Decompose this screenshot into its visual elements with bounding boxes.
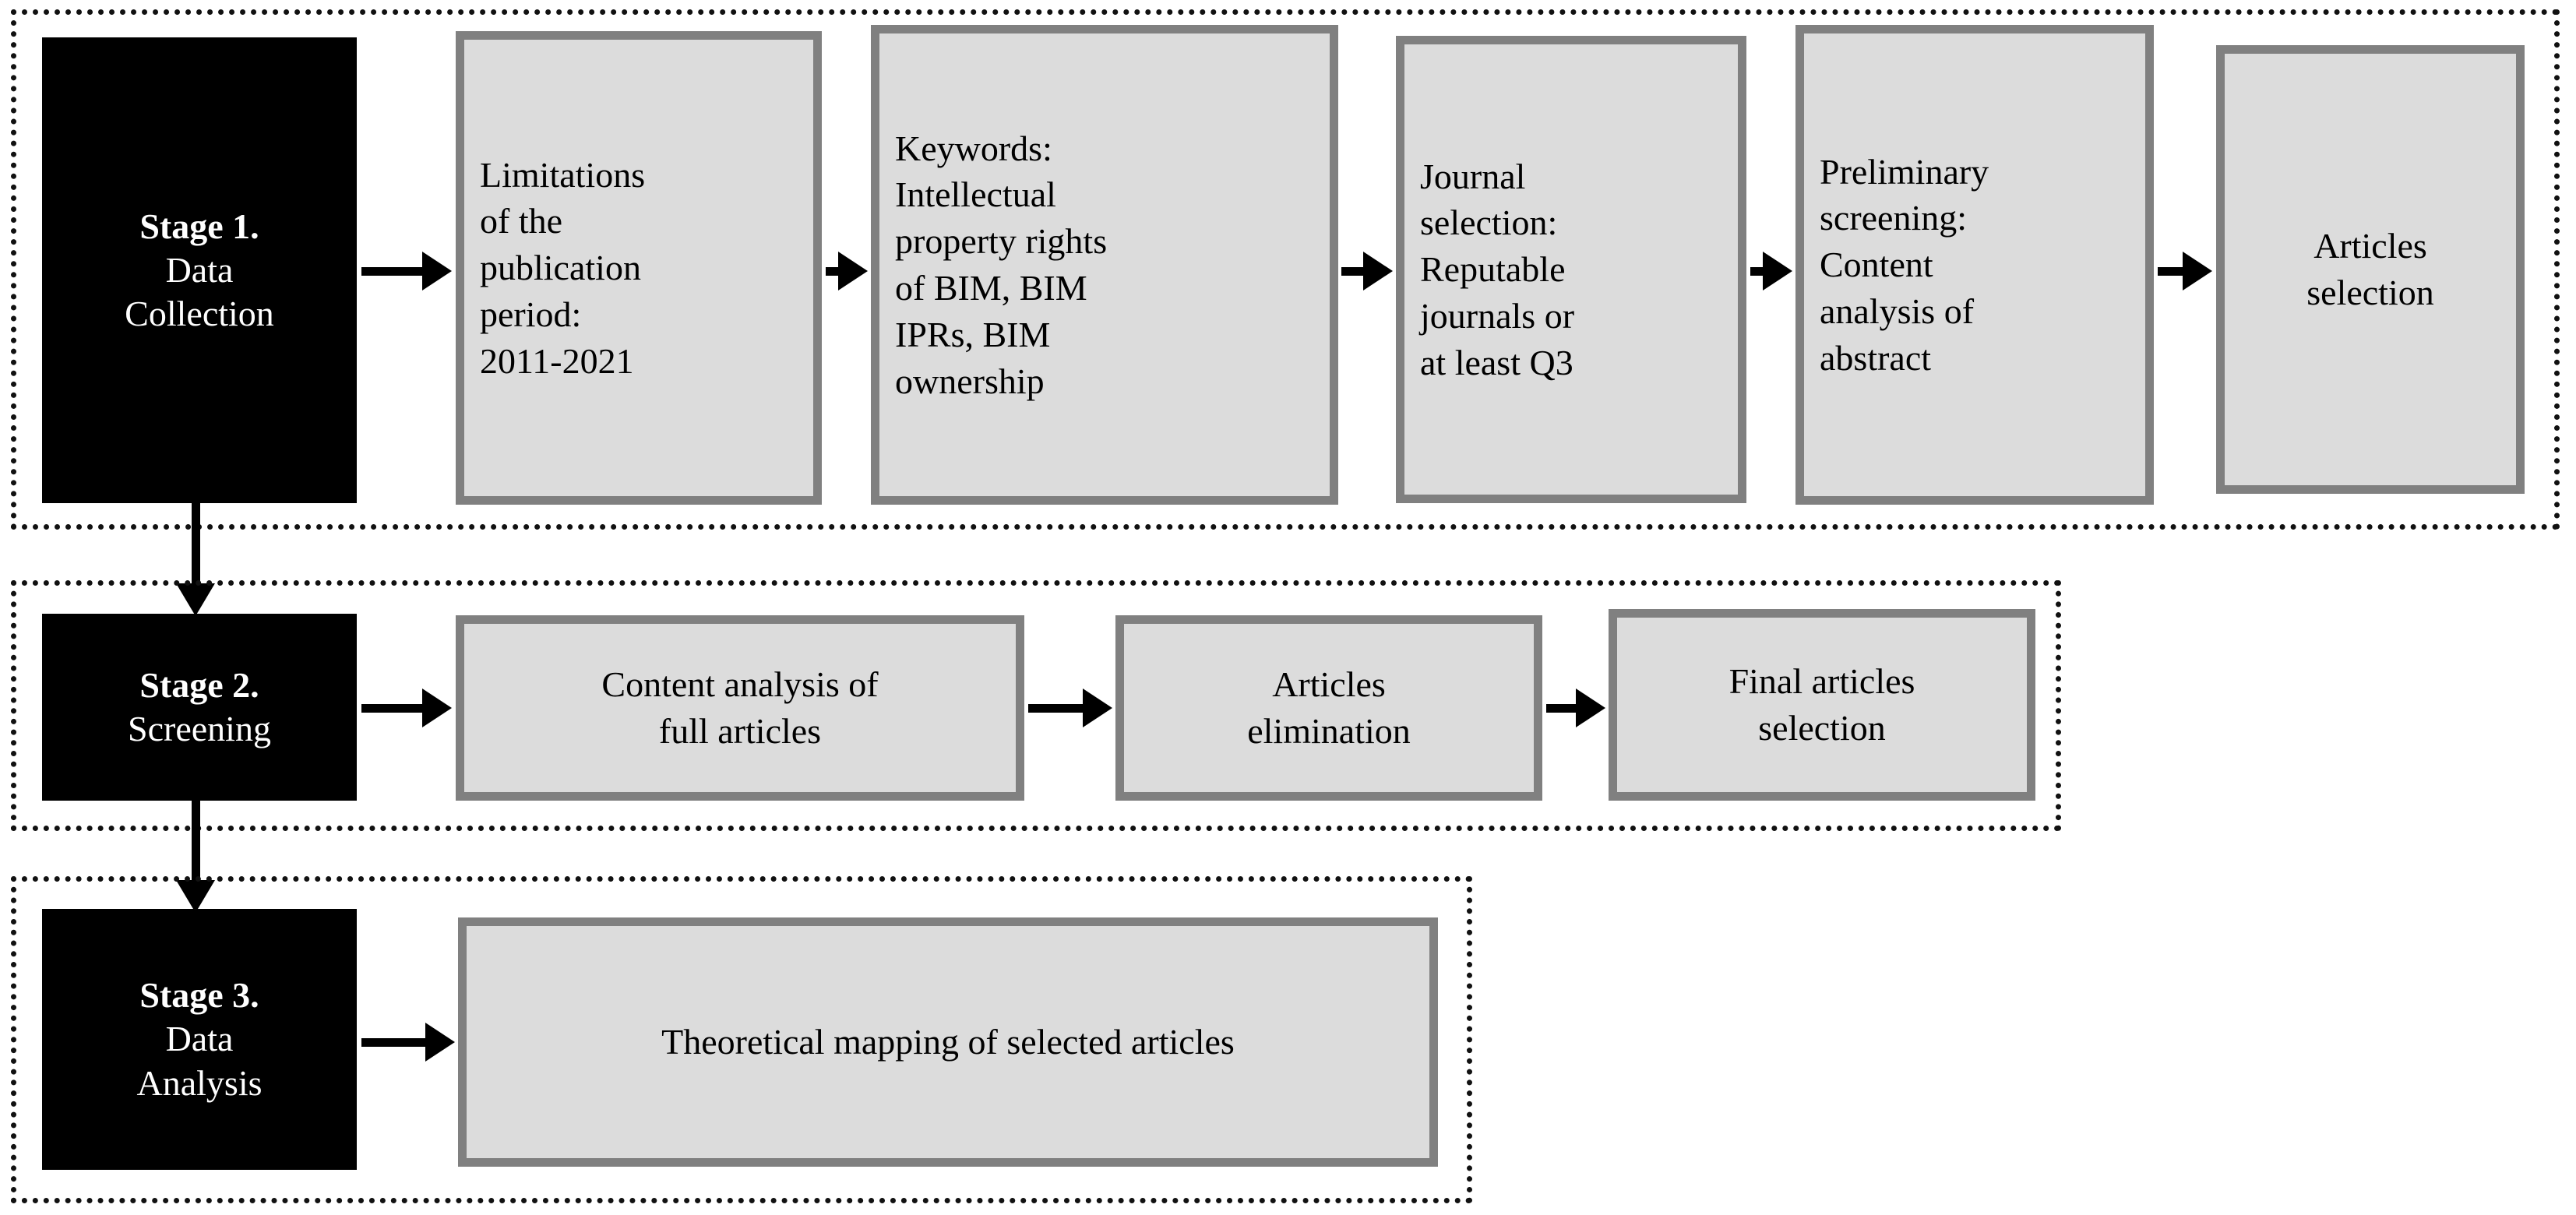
process-box-theoretical-mapping: Theoretical mapping of selected articles — [458, 917, 1438, 1167]
line: Articles — [1272, 664, 1386, 705]
process-text: Articles elimination — [1140, 661, 1518, 755]
process-box-limitations-of-publication-period: Limitations of the publication period: 2… — [456, 31, 822, 505]
arrow-shaft — [1546, 703, 1576, 713]
line: full articles — [658, 711, 822, 751]
process-box-final-articles-selection: Final articles selection — [1609, 609, 2035, 801]
line: period: — [480, 294, 582, 334]
stage-3-name-line-1: Data — [165, 1019, 234, 1059]
stage-3-label-box: Stage 3. Data Analysis — [42, 909, 357, 1170]
arrow-shaft — [1028, 703, 1083, 713]
arrow-shaft — [191, 799, 200, 880]
process-box-articles-selection: Articles selection — [2216, 45, 2525, 494]
process-box-articles-elimination: Articles elimination — [1115, 615, 1542, 801]
line: selection: — [1420, 202, 1558, 243]
process-box-content-analysis-full-articles: Content analysis of full articles — [456, 615, 1024, 801]
arrow-head-icon — [422, 688, 452, 727]
line: Preliminary — [1820, 151, 1989, 192]
arrow-head-icon — [1363, 252, 1393, 291]
line: selection — [1758, 708, 1886, 748]
process-text: Limitations of the publication period: 2… — [480, 152, 798, 385]
stage-1-group — [11, 9, 2560, 530]
line: Intellectual — [895, 174, 1056, 215]
stage-1-number: Stage 1. — [139, 206, 259, 246]
process-text: Theoretical mapping of selected articles — [482, 1019, 1414, 1065]
arrow-shaft — [826, 266, 838, 276]
process-text: Content analysis of full articles — [480, 661, 1000, 755]
line: 2011-2021 — [480, 340, 634, 381]
process-box-preliminary-screening: Preliminary screening: Content analysis … — [1795, 25, 2154, 505]
line: Keywords: — [895, 128, 1052, 168]
line: abstract — [1820, 337, 1932, 378]
line: journals or — [1420, 295, 1575, 336]
stage-3-number: Stage 3. — [139, 975, 259, 1016]
arrow-head-icon — [1763, 252, 1792, 291]
stage-2-group — [11, 580, 2061, 831]
line: Articles — [2313, 226, 2427, 266]
stage-2-label-box: Stage 2. Screening — [42, 614, 357, 801]
arrow-shaft — [1750, 266, 1763, 276]
process-text: Keywords: Intellectual property rights o… — [895, 125, 1314, 405]
stage-2-number: Stage 2. — [139, 664, 259, 705]
line: publication — [480, 248, 641, 288]
line: selection — [2306, 273, 2434, 312]
line: Limitations — [480, 154, 646, 195]
line: ownership — [895, 361, 1045, 401]
arrow-shaft — [361, 703, 422, 713]
arrow-head-icon — [1576, 688, 1605, 727]
stage-1-name-line-2: Collection — [125, 294, 274, 334]
arrow-shaft — [2158, 266, 2183, 276]
arrow-shaft — [361, 266, 422, 276]
stage-1-label-box: Stage 1. Data Collection — [42, 37, 357, 503]
arrow-head-icon — [176, 583, 215, 616]
line: of BIM, BIM — [895, 268, 1087, 308]
process-text: Journal selection: Reputable journals or… — [1420, 153, 1722, 386]
arrow-head-icon — [1083, 688, 1112, 727]
arrow-head-icon — [176, 880, 215, 913]
line: Content — [1820, 245, 1933, 285]
process-text: Final articles selection — [1633, 658, 2011, 752]
process-box-keywords: Keywords: Intellectual property rights o… — [871, 25, 1338, 505]
stage-1-name-line-1: Data — [165, 249, 234, 290]
line: elimination — [1247, 711, 1411, 751]
stage-2-name-line-1: Screening — [128, 709, 271, 748]
line: at least Q3 — [1420, 342, 1573, 382]
arrow-shaft — [1341, 266, 1363, 276]
arrow-head-icon — [2183, 252, 2212, 291]
stage-3-group — [11, 876, 1472, 1203]
line: screening: — [1820, 198, 1968, 238]
arrow-head-icon — [425, 1023, 455, 1062]
arrow-head-icon — [838, 252, 868, 291]
line: analysis of — [1820, 291, 1975, 331]
line: Final articles — [1728, 661, 1915, 702]
line: property rights — [895, 221, 1108, 262]
line: IPRs, BIM — [895, 314, 1051, 354]
arrow-shaft — [191, 503, 200, 583]
process-text: Preliminary screening: Content analysis … — [1820, 149, 2130, 382]
arrow-head-icon — [422, 252, 452, 291]
line: Journal — [1420, 156, 1526, 196]
line: Theoretical mapping of selected articles — [661, 1022, 1235, 1062]
arrow-shaft — [361, 1037, 425, 1047]
stage-3-name-line-2: Analysis — [136, 1062, 263, 1103]
process-text: Articles selection — [2240, 223, 2500, 316]
line: Content analysis of — [601, 664, 879, 705]
line: Reputable — [1420, 249, 1566, 290]
process-box-journal-selection: Journal selection: Reputable journals or… — [1396, 36, 1746, 503]
line: of the — [480, 201, 563, 241]
